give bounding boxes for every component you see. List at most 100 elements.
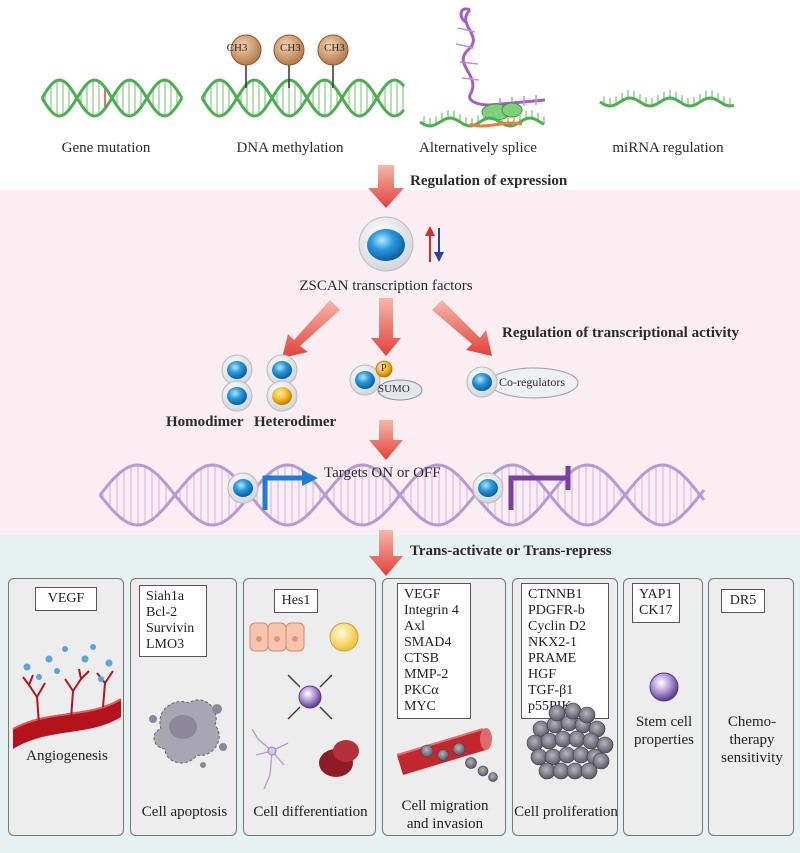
gene-name: Siah1a	[146, 589, 185, 604]
panel-title: Chemo- therapy sensitivity	[709, 713, 795, 767]
label-phospho: P	[381, 363, 387, 374]
gene-box: Siah1a Bcl-2 Survivin LMO3	[139, 585, 207, 657]
tumor-cell	[582, 732, 600, 750]
gene-name: Axl	[404, 619, 425, 634]
label-gene-mutation: Gene mutation	[61, 140, 151, 156]
gene-name: PDGFR-b	[528, 603, 585, 618]
gene-name: Bcl-2	[146, 605, 178, 620]
panel-stem-cell: YAP1 CK17 Stem cell properties	[623, 578, 703, 836]
mirna-strand	[599, 90, 735, 108]
tumor-cell	[526, 734, 544, 752]
gene-name: PKCα	[404, 683, 439, 698]
tf-repressor-icon	[472, 472, 504, 504]
gene-name: VEGF	[404, 587, 441, 602]
label-sumo: SUMO	[378, 383, 410, 395]
homodimer-icon	[221, 354, 253, 412]
activation-arrow-icon	[262, 470, 318, 510]
gene-name: YAP1	[639, 587, 673, 602]
tumor-cell	[548, 704, 566, 722]
gene-name: NKX2-1	[528, 635, 577, 650]
title-line: sensitivity	[721, 750, 783, 766]
title-line: Chemo-	[727, 714, 777, 730]
heterodimer-icon	[266, 354, 298, 412]
tf-activator-icon	[227, 472, 259, 504]
gene-name: HGF	[528, 667, 557, 682]
methyl-tag-1: CH3	[226, 42, 248, 54]
title-line: Cell migration	[401, 798, 489, 814]
tumor-cell	[580, 762, 598, 780]
arrow-expression	[368, 165, 404, 208]
panel-title: Cell differentiation	[253, 804, 368, 820]
panel-title: Cell proliferation	[514, 804, 618, 820]
top-band	[0, 0, 800, 190]
tumor-cell	[568, 730, 586, 748]
gene-box: VEGF Integrin 4 Axl SMAD4 CTSB MMP-2 PKC…	[397, 583, 471, 719]
tumor-cell	[558, 746, 576, 764]
stem-cell-icon	[649, 672, 679, 702]
gene-name: CTSB	[404, 651, 440, 666]
gene-name: CK17	[639, 603, 673, 618]
gene-box: Hes1	[274, 589, 318, 613]
panel-chemo: DR5 Chemo- therapy sensitivity	[708, 578, 794, 836]
gene-box: CTNNB1 PDGFR-b Cyclin D2 NKX2-1 PRAME HG…	[521, 583, 609, 719]
panel-migration: VEGF Integrin 4 Axl SMAD4 CTSB MMP-2 PKC…	[382, 578, 506, 836]
dna-helix-methylation	[200, 78, 406, 118]
tumor-cell	[572, 746, 590, 764]
apoptotic-cell-icon	[149, 699, 227, 768]
title-line: properties	[634, 732, 694, 748]
gene-name: TGF-β1	[528, 683, 574, 698]
gene-name: Survivin	[146, 621, 195, 636]
panel-proliferation: CTNNB1 PDGFR-b Cyclin D2 NKX2-1 PRAME HG…	[512, 578, 618, 836]
tumor-cell	[544, 748, 562, 766]
rna-hairpin-icon	[455, 7, 546, 121]
sumo-modified-tf-icon	[349, 360, 423, 401]
gene-name: CTNNB1	[528, 587, 583, 602]
dna-helix-mutation	[40, 78, 184, 118]
panel-title: Stem cell properties	[624, 713, 704, 749]
label-targets: Targets ON or OFF	[324, 465, 441, 481]
tumor-cell	[540, 732, 558, 750]
methyl-tag-2: CH3	[280, 42, 301, 54]
co-regulator-icon	[466, 366, 579, 399]
activity-arrows	[282, 298, 492, 358]
title-line: Stem cell	[635, 714, 693, 730]
tumor-cell	[538, 762, 556, 780]
label-regulation-expression: Regulation of expression	[410, 173, 568, 189]
label-trans: Trans-activate or Trans-repress	[410, 543, 612, 559]
label-co-regulators: Co-regulators	[499, 375, 565, 389]
angiogenesis-icon	[12, 644, 122, 749]
title-line: and invasion	[406, 816, 484, 832]
methyl-tag-3: CH3	[324, 42, 345, 54]
gene-name: Hes1	[281, 593, 311, 608]
dna-strand-splice	[419, 110, 545, 128]
panel-differentiation: Hes1 Cell differentiation	[243, 578, 376, 836]
arrow-trans	[369, 530, 403, 576]
label-alternative-splice: Alternatively splice	[419, 140, 537, 156]
repression-bar-icon	[508, 466, 571, 510]
label-homodimer: Homodimer	[166, 414, 244, 430]
gene-name: LMO3	[146, 637, 185, 652]
label-regulation-activity: Regulation of transcriptional activity	[502, 325, 740, 341]
tumor-cell	[554, 730, 572, 748]
gene-name: SMAD4	[404, 635, 452, 650]
gene-box: DR5	[721, 589, 765, 613]
tumor-cell	[566, 762, 584, 780]
tumor-cell	[552, 762, 570, 780]
label-mirna-regulation: miRNA regulation	[612, 140, 724, 156]
label-heterodimer: Heterodimer	[254, 414, 337, 430]
gene-name: MMP-2	[404, 667, 449, 682]
panel-apoptosis: Siah1a Bcl-2 Survivin LMO3 Cell apoptosi…	[130, 578, 237, 836]
tumor-cell	[592, 752, 610, 770]
panel-angiogenesis: VEGF Angiogenesis	[8, 578, 124, 836]
tumor-cell	[578, 706, 596, 724]
gene-box: VEGF	[35, 587, 97, 611]
gene-box: YAP1 CK17	[632, 583, 680, 623]
gene-name: MYC	[404, 699, 436, 714]
panel-title: Cell apoptosis	[141, 804, 228, 820]
gene-name: Cyclin D2	[528, 619, 586, 634]
panel-title: Angiogenesis	[26, 748, 108, 764]
cell-cluster-icon	[526, 702, 614, 780]
gene-name: Integrin 4	[404, 603, 459, 618]
tumor-cell	[564, 702, 582, 720]
